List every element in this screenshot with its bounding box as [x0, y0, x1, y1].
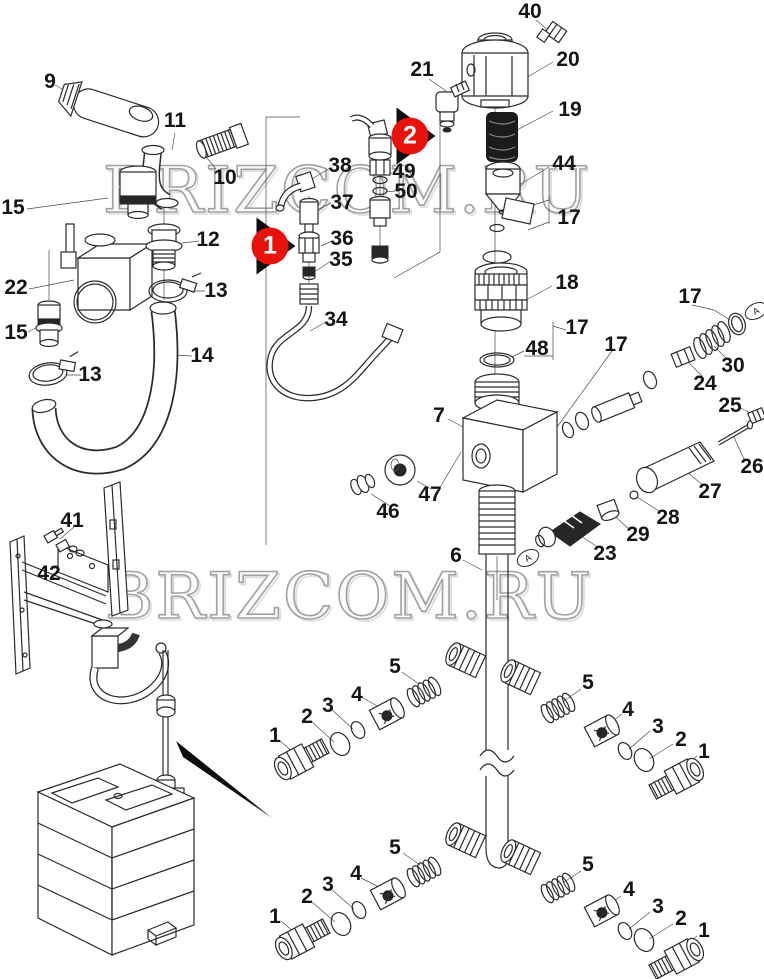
valve-cluster-upper-right: [538, 690, 709, 805]
fitting-12: [145, 223, 183, 271]
standpipe-6: [442, 484, 542, 876]
grommet-47: [384, 454, 416, 486]
manifold-block-7: [461, 373, 559, 493]
svg-text:BRIZCOM.RU: BRIZCOM.RU: [107, 562, 595, 636]
spring-30: [693, 321, 731, 359]
mounting-frame: [9, 481, 129, 675]
watermark-bottom: BRIZCOM.RU BRIZCOM.RU: [104, 559, 595, 637]
threaded-nipple-10: [195, 122, 250, 159]
bolt-40: [536, 20, 568, 44]
valve-15-top: [119, 165, 157, 220]
svg-text:BRIZCOM.RU: BRIZCOM.RU: [105, 560, 593, 634]
hose-clamp-13a: [148, 272, 202, 303]
grease-tube: [58, 81, 160, 138]
elbow-21: [435, 80, 471, 133]
pointer-arrow: [176, 741, 272, 818]
solenoid-valve-22: [60, 223, 155, 324]
nozzle-chain-right: [349, 114, 392, 264]
spring-19: [486, 112, 518, 162]
valve-15-lower: [35, 300, 63, 348]
group-bracket-lines: [265, 110, 441, 545]
nozzle-chain-left: [275, 171, 320, 305]
cap-20: [461, 32, 529, 109]
hose-34: [266, 305, 404, 402]
valve-cluster-lower-left: [270, 854, 444, 964]
cup-44: [484, 161, 535, 233]
hose-14: [31, 301, 179, 475]
hose-clamp-13b: [26, 350, 83, 389]
bypass-chain: [535, 406, 764, 548]
valve-cluster-lower-right: [538, 870, 709, 979]
nut-46: [350, 473, 376, 496]
unloader-chain: [561, 312, 747, 439]
fitting-23: [535, 511, 601, 548]
float-tank: [36, 763, 196, 956]
valve-18: [474, 250, 528, 368]
valve-cluster-upper-left: [269, 674, 444, 784]
nut-24: [670, 345, 696, 369]
